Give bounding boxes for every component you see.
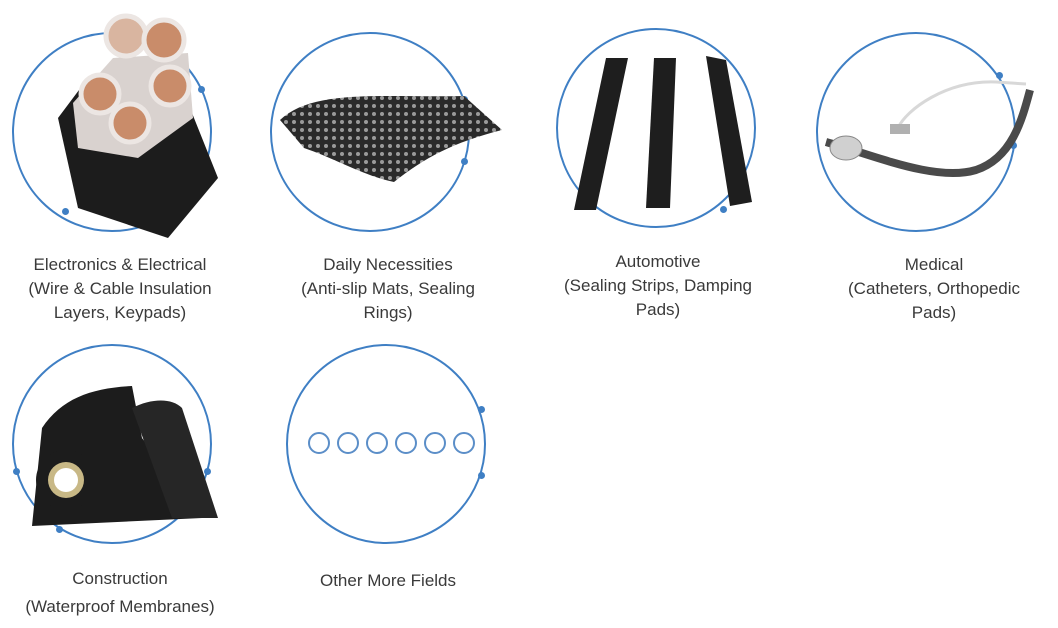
anti-slip-mat-icon [280,96,502,182]
circle-icon [337,432,359,454]
category-desc-line1: (Sealing Strips, Damping [563,276,753,295]
circle-icon [395,432,417,454]
category-ring [286,344,486,544]
category-desc-line2: Pads) [911,303,957,322]
ring-dot [720,206,727,213]
circle-icon [366,432,388,454]
category-card-other[interactable]: Other More Fields [268,340,508,628]
category-desc-line1: (Waterproof Membranes) [25,597,215,616]
ring-dot [198,86,205,93]
more-circles-icon [308,432,475,454]
category-desc-line2: Rings) [363,303,413,322]
category-title: Construction [72,569,168,588]
sealing-strips-icon [574,56,752,210]
ring-dot [478,406,485,413]
category-title: Daily Necessities [323,255,453,274]
catheter-icon [824,80,1034,178]
ring-dot [996,72,1003,79]
category-desc-line2: Layers, Keypads) [53,303,187,322]
category-title: Automotive [615,252,701,271]
ring-dot [13,468,20,475]
category-desc-line2: Pads) [635,300,681,319]
ring-dot [56,526,63,533]
category-card-construction[interactable]: Construction (Waterproof Membranes) [0,340,240,628]
ring-dot [461,158,468,165]
cable-icon [58,13,218,238]
circle-icon [424,432,446,454]
ring-dot [1010,142,1017,149]
category-ring [12,344,212,544]
category-ring [556,28,756,228]
category-desc-line1: (Catheters, Orthopedic [848,279,1020,298]
ring-dot [204,468,211,475]
category-title: Other More Fields [319,571,457,590]
ring-dot [478,472,485,479]
category-title: Medical [904,255,964,274]
category-title: Electronics & Electrical [33,255,207,274]
category-card-daily[interactable]: Daily Necessities (Anti-slip Mats, Seali… [268,0,508,330]
category-card-electronics[interactable]: Electronics & Electrical (Wire & Cable I… [0,0,240,330]
category-card-automotive[interactable]: Automotive (Sealing Strips, Damping Pads… [538,0,778,330]
ring-dot [62,208,69,215]
category-desc-line1: (Anti-slip Mats, Sealing [301,279,475,298]
circle-icon [453,432,475,454]
membrane-roll-icon [32,386,218,526]
category-card-medical[interactable]: Medical (Catheters, Orthopedic Pads) [814,0,1054,330]
category-desc-line1: (Wire & Cable Insulation [28,279,212,298]
circle-icon [308,432,330,454]
